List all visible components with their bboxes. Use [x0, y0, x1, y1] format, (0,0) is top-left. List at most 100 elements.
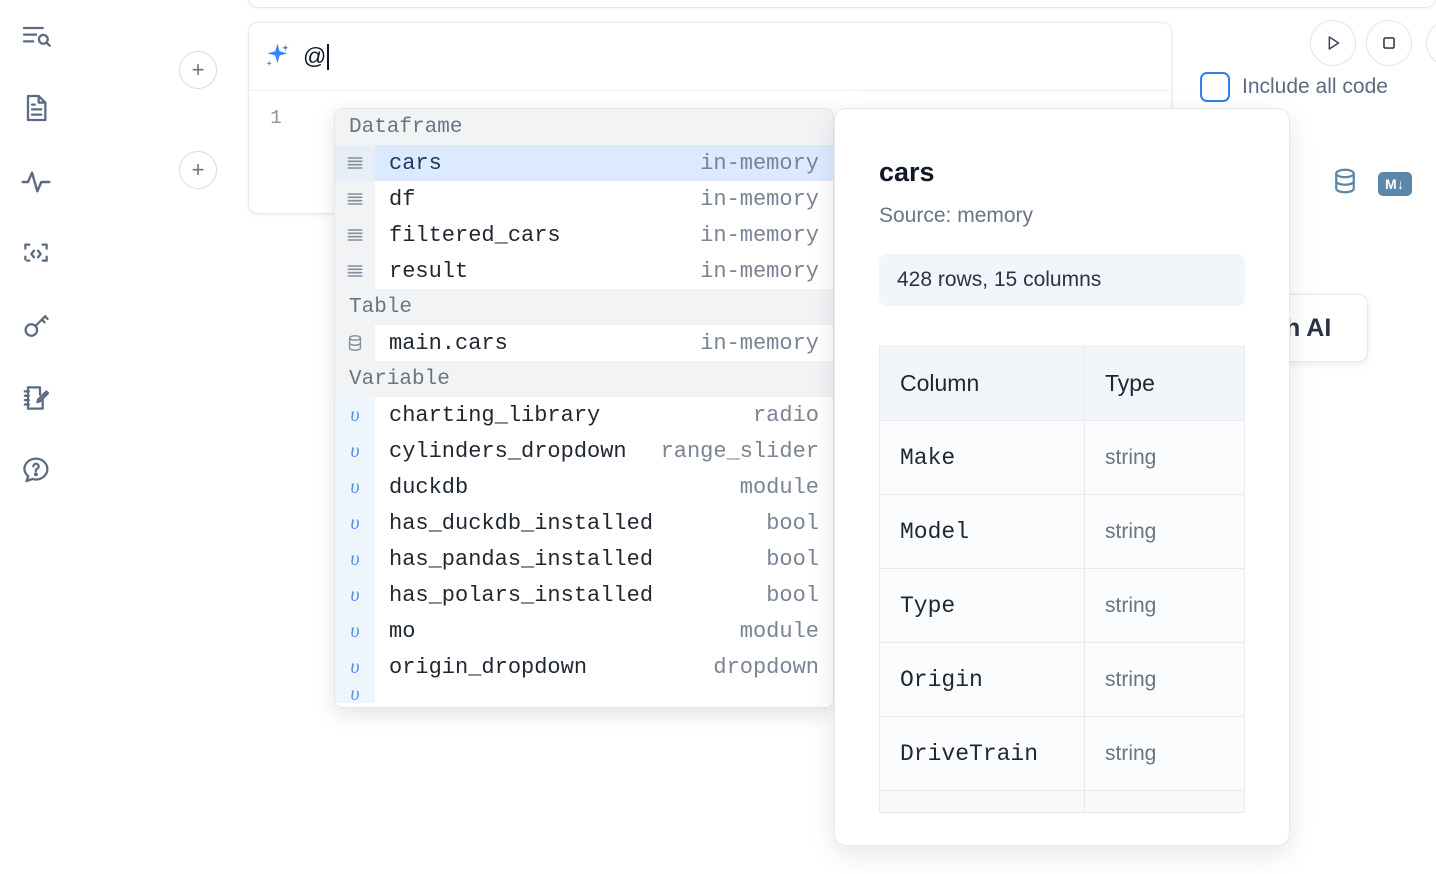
autocomplete-item-kind: in-memory	[700, 258, 819, 284]
info-source: Source: memory	[879, 204, 1034, 227]
schema-column-type: string	[1084, 568, 1245, 643]
autocomplete-group-items: cars in-memory df in-memory filtered_cars in-…	[335, 145, 833, 289]
autocomplete-group-items: υ charting_library radio υ cylinders_dropdow…	[335, 397, 833, 685]
activity-pulse-icon	[20, 166, 52, 198]
key-icon	[20, 310, 52, 342]
autocomplete-item-kind: radio	[752, 402, 819, 428]
sidebar-item-scratchpad[interactable]	[12, 374, 60, 422]
autocomplete-item-kind: in-memory	[700, 150, 819, 176]
autocomplete-group-header: Variable	[335, 361, 833, 397]
variable-icon: υ	[335, 541, 375, 577]
generate-with-ai-card[interactable]: h AI	[1278, 294, 1368, 362]
schema-row-clipped	[879, 790, 1245, 813]
autocomplete-item[interactable]: υ charting_library radio	[335, 397, 833, 433]
autocomplete-item-name: duckdb	[389, 474, 469, 500]
schema-column-name: Origin	[879, 642, 1085, 717]
autocomplete-item-name: charting_library	[389, 402, 601, 428]
code-editor-row[interactable]: 1	[249, 91, 1173, 215]
sidebar-rail	[0, 0, 72, 874]
variable-icon: υ	[335, 505, 375, 541]
autocomplete-item-clipped[interactable]: υ	[335, 685, 833, 703]
info-shape-badge: 428 rows, 15 columns	[879, 254, 1245, 306]
sidebar-item-outline-search[interactable]	[12, 12, 60, 60]
sidebar-item-help[interactable]	[12, 446, 60, 494]
dataframe-icon	[335, 217, 375, 253]
ai-prompt-value: @	[303, 43, 327, 69]
ai-prompt-row: @	[249, 23, 1173, 91]
variable-icon: υ	[335, 613, 375, 649]
autocomplete-item-name: main.cars	[389, 330, 508, 356]
schema-column-type: string	[1084, 716, 1245, 791]
autocomplete-item-name: mo	[389, 618, 416, 644]
table-icon	[335, 325, 375, 361]
schema-column-type: string	[1084, 494, 1245, 569]
variable-icon: υ	[335, 649, 375, 685]
ai-prompt-input[interactable]: @	[303, 23, 1173, 90]
previous-cell-card	[248, 0, 1436, 8]
database-icon[interactable]	[1330, 166, 1360, 201]
autocomplete-item-name: filtered_cars	[389, 222, 561, 248]
variable-icon: υ	[335, 397, 375, 433]
info-title: cars	[879, 157, 935, 187]
dataframe-icon	[335, 181, 375, 217]
schema-column-type: string	[1084, 642, 1245, 717]
sidebar-item-code-snippet[interactable]	[12, 230, 60, 278]
include-all-code-checkbox[interactable]	[1200, 72, 1230, 102]
autocomplete-item-kind: bool	[766, 510, 819, 536]
autocomplete-item-kind: module	[739, 474, 819, 500]
autocomplete-item-kind: in-memory	[700, 222, 819, 248]
autocomplete-item-kind: module	[739, 618, 819, 644]
autocomplete-item[interactable]: result in-memory	[335, 253, 833, 289]
autocomplete-item-kind: in-memory	[700, 186, 819, 212]
autocomplete-item-kind: bool	[766, 546, 819, 572]
document-icon	[20, 92, 52, 124]
more-actions-button[interactable]	[1426, 20, 1436, 66]
autocomplete-group-header: Table	[335, 289, 833, 325]
schema-column-type: string	[1084, 420, 1245, 495]
add-cell-button-above[interactable]: +	[179, 51, 217, 89]
autocomplete-item-name: origin_dropdown	[389, 654, 588, 680]
stop-button[interactable]	[1366, 20, 1412, 66]
autocomplete-item-name: cylinders_dropdown	[389, 438, 627, 464]
autocomplete-item[interactable]: cars in-memory	[335, 145, 833, 181]
cell-tools: M↓	[1330, 166, 1412, 201]
code-snippet-icon	[20, 238, 52, 270]
autocomplete-item-name: cars	[389, 150, 442, 176]
run-controls	[1310, 20, 1436, 66]
autocomplete-item[interactable]: filtered_cars in-memory	[335, 217, 833, 253]
autocomplete-item-kind: range_slider	[660, 438, 819, 464]
sidebar-item-document[interactable]	[12, 84, 60, 132]
schema-col-header: Type	[1084, 346, 1245, 421]
sidebar-item-activity[interactable]	[12, 158, 60, 206]
add-cell-button-below[interactable]: +	[179, 151, 217, 189]
autocomplete-item[interactable]: df in-memory	[335, 181, 833, 217]
autocomplete-item-name: result	[389, 258, 469, 284]
include-all-code-row[interactable]: Include all code	[1200, 72, 1388, 102]
sparkle-icon	[249, 40, 303, 74]
schema-column-type	[1084, 790, 1245, 813]
dataframe-icon	[335, 253, 375, 289]
autocomplete-item-name: df	[389, 186, 416, 212]
run-button[interactable]	[1310, 20, 1356, 66]
sidebar-item-secrets[interactable]	[12, 302, 60, 350]
autocomplete-item-kind: bool	[766, 582, 819, 608]
notebook-edit-icon	[20, 382, 52, 414]
markdown-badge[interactable]: M↓	[1378, 171, 1412, 196]
